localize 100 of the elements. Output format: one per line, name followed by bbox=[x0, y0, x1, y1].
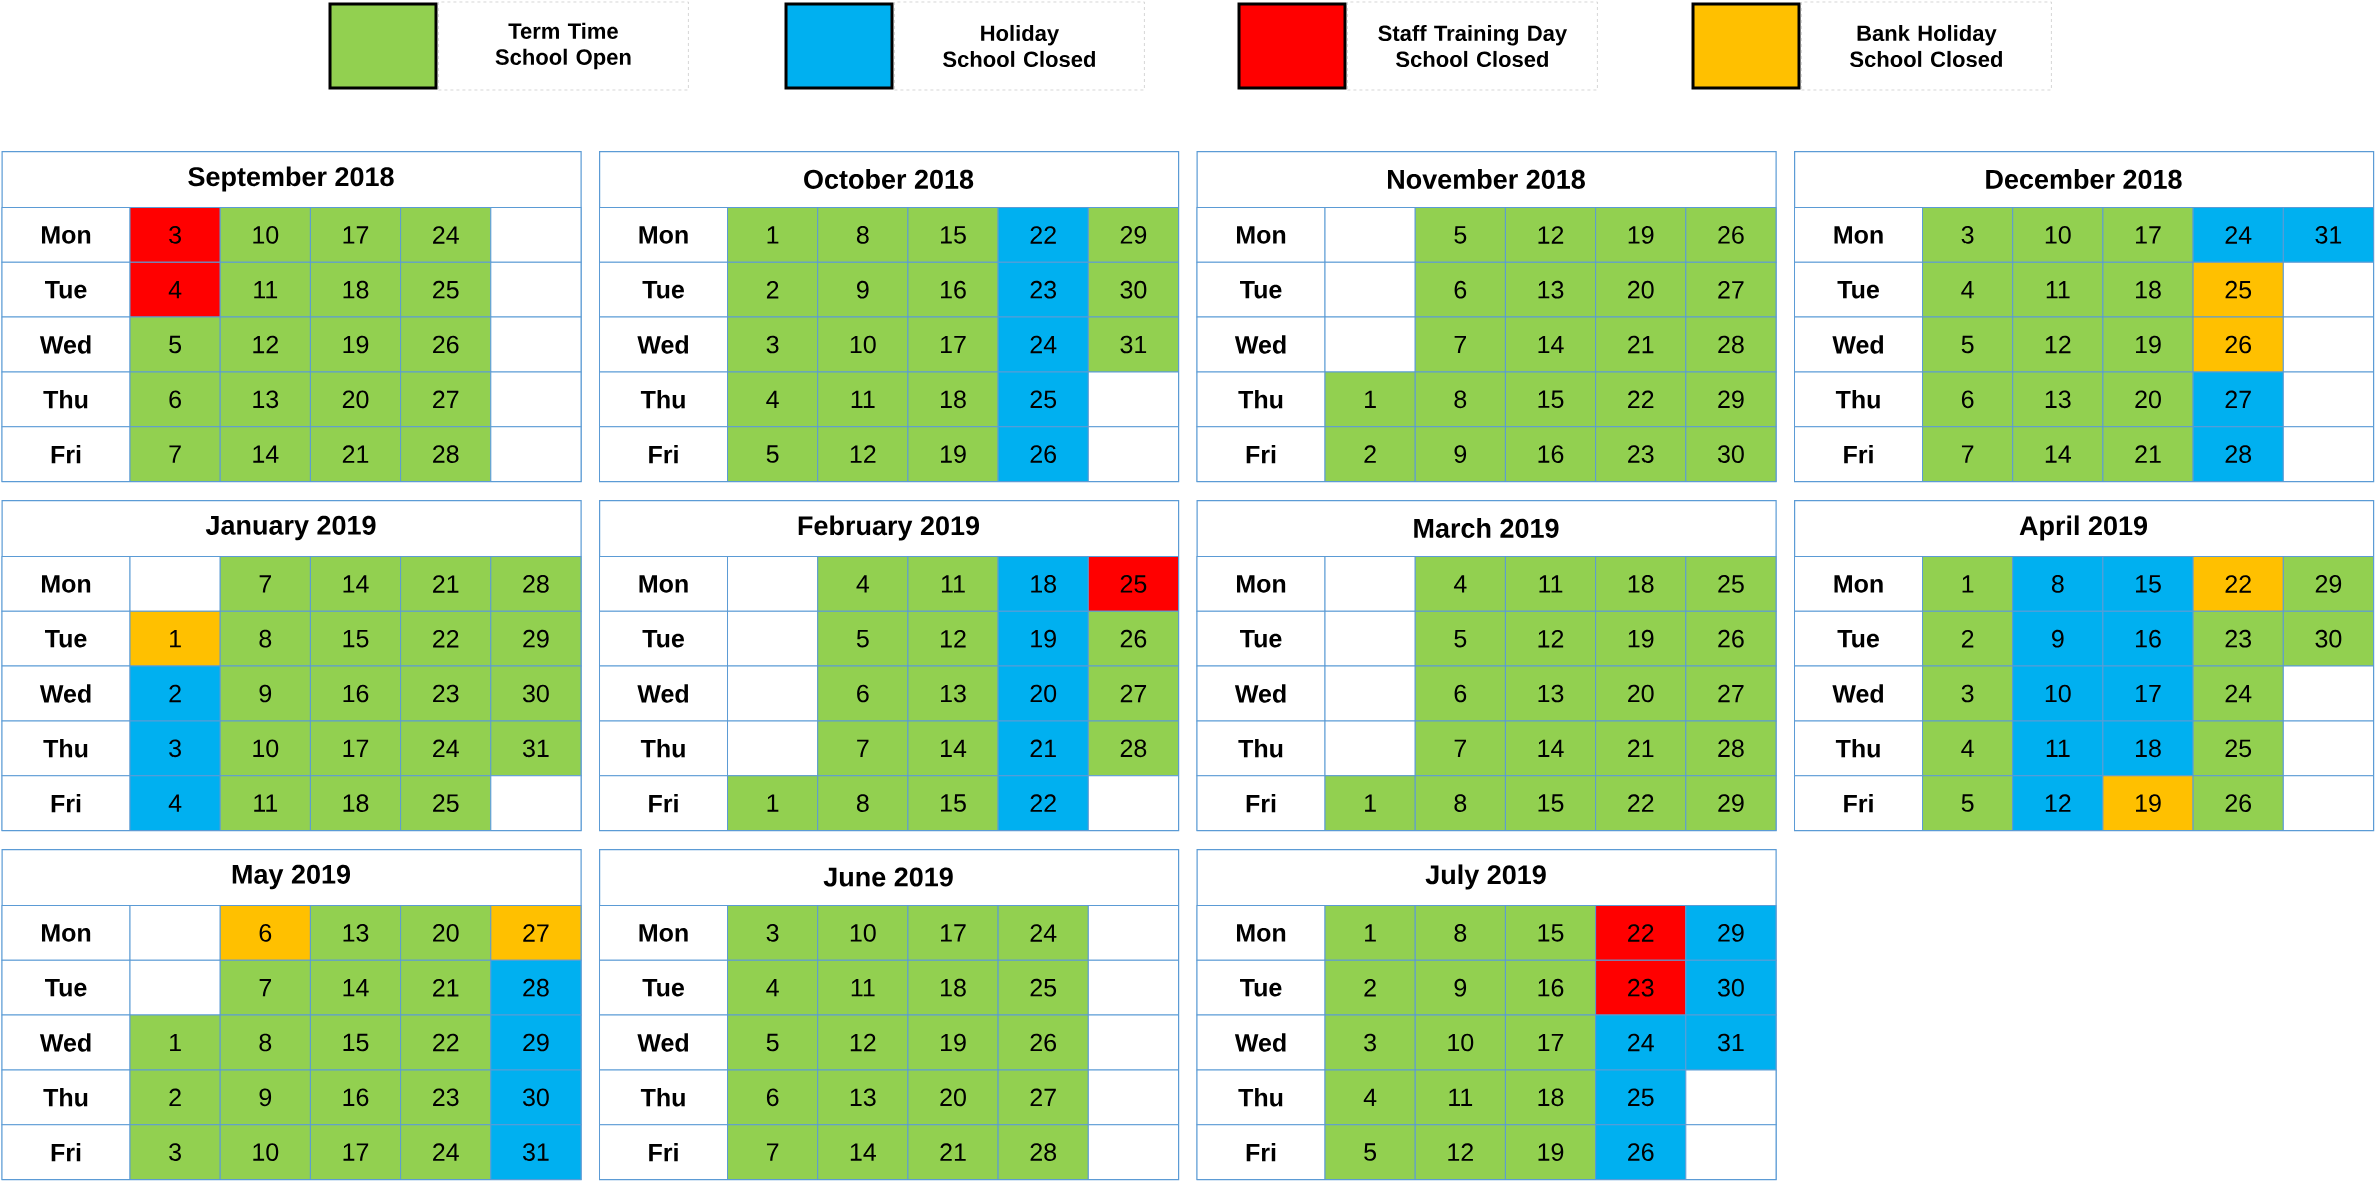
day-cell: 15 bbox=[309, 610, 402, 667]
day-cell: 26 bbox=[1685, 207, 1777, 263]
day-cell: 23 bbox=[1595, 959, 1687, 1016]
day-cell: 5 bbox=[1922, 316, 2014, 373]
day-cell: 29 bbox=[490, 610, 582, 667]
day-cell: 3 bbox=[129, 207, 221, 263]
weekday-cell: Mon bbox=[1, 556, 131, 612]
weekday-cell: Fri bbox=[599, 426, 728, 482]
day-cell: 22 bbox=[1595, 371, 1687, 428]
day-cell: 10 bbox=[219, 1124, 311, 1180]
day-cell: 14 bbox=[1504, 720, 1597, 777]
day-cell: 18 bbox=[1504, 1069, 1597, 1126]
day-cell: 18 bbox=[907, 371, 999, 428]
day-cell: 10 bbox=[2012, 207, 2104, 263]
day-cell: 25 bbox=[400, 775, 492, 831]
day-cell: 13 bbox=[817, 1069, 909, 1126]
day-cell: 4 bbox=[1324, 1069, 1416, 1126]
day-cell: 21 bbox=[907, 1124, 999, 1180]
day-cell: 2 bbox=[1324, 959, 1416, 1016]
day-cell: 16 bbox=[2102, 610, 2194, 667]
weekday-cell: Mon bbox=[1196, 207, 1326, 263]
day-cell: 15 bbox=[309, 1014, 402, 1071]
day-cell: 19 bbox=[1595, 610, 1687, 667]
day-cell: 4 bbox=[1922, 720, 2014, 777]
day-cell: 15 bbox=[907, 207, 999, 263]
day-cell: 22 bbox=[997, 207, 1089, 263]
day-cell: 20 bbox=[907, 1069, 999, 1126]
day-cell: 17 bbox=[907, 316, 999, 373]
weekday-cell: Wed bbox=[599, 665, 728, 722]
day-cell: 23 bbox=[997, 261, 1089, 318]
day-cell: 7 bbox=[1414, 720, 1506, 777]
day-cell: 24 bbox=[400, 1124, 492, 1180]
day-cell: 5 bbox=[727, 1014, 819, 1071]
day-cell: 17 bbox=[309, 720, 402, 777]
day-cell: 8 bbox=[817, 207, 909, 263]
day-cell: 19 bbox=[907, 1014, 999, 1071]
day-cell: 11 bbox=[219, 261, 311, 318]
day-cell: 24 bbox=[400, 720, 492, 777]
day-cell: 20 bbox=[309, 371, 402, 428]
day-cell: 24 bbox=[2192, 665, 2284, 722]
day-cell: 9 bbox=[219, 665, 311, 722]
day-cell: 18 bbox=[2102, 261, 2194, 318]
day-cell: 15 bbox=[1504, 371, 1597, 428]
weekday-cell: Fri bbox=[1794, 775, 1923, 831]
day-cell: 8 bbox=[2012, 556, 2104, 612]
day-cell: 19 bbox=[997, 610, 1089, 667]
day-cell: 29 bbox=[2282, 556, 2374, 612]
day-cell: 28 bbox=[997, 1124, 1089, 1180]
day-cell: 21 bbox=[400, 556, 492, 612]
day-cell: 9 bbox=[219, 1069, 311, 1126]
day-cell: 7 bbox=[817, 720, 909, 777]
day-cell: 24 bbox=[400, 207, 492, 263]
day-cell: 8 bbox=[817, 775, 909, 831]
day-cell: 11 bbox=[2012, 261, 2104, 318]
day-cell: 2 bbox=[727, 261, 819, 318]
weekday-cell: Wed bbox=[599, 1014, 728, 1071]
day-cell: 5 bbox=[1414, 610, 1506, 667]
day-cell: 6 bbox=[817, 665, 909, 722]
day-cell: 22 bbox=[400, 610, 492, 667]
day-cell: 28 bbox=[1087, 720, 1179, 777]
day-cell: 29 bbox=[1087, 207, 1179, 263]
day-cell: 27 bbox=[1685, 665, 1777, 722]
day-cell: 18 bbox=[907, 959, 999, 1016]
day-cell: 9 bbox=[2012, 610, 2104, 667]
day-cell: 7 bbox=[219, 959, 311, 1016]
weekday-cell: Mon bbox=[1, 905, 131, 961]
weekday-cell: Wed bbox=[1, 1014, 131, 1071]
day-cell: 16 bbox=[907, 261, 999, 318]
weekday-cell: Thu bbox=[599, 371, 728, 428]
day-cell: 18 bbox=[1595, 556, 1687, 612]
day-cell: 11 bbox=[907, 556, 999, 612]
weekday-cell: Wed bbox=[1, 665, 131, 722]
day-cell: 1 bbox=[129, 610, 221, 667]
day-cell: 27 bbox=[400, 371, 492, 428]
day-cell: 4 bbox=[727, 371, 819, 428]
day-cell: 11 bbox=[1504, 556, 1597, 612]
day-cell: 29 bbox=[1685, 371, 1777, 428]
weekday-cell: Mon bbox=[1196, 905, 1326, 961]
day-cell: 13 bbox=[219, 371, 311, 428]
day-cell: 14 bbox=[1504, 316, 1597, 373]
day-cell: 12 bbox=[1504, 610, 1597, 667]
day-cell: 29 bbox=[1685, 775, 1777, 831]
weekday-cell: Fri bbox=[1, 1124, 131, 1180]
day-cell: 28 bbox=[2192, 426, 2284, 482]
day-cell: 25 bbox=[997, 371, 1089, 428]
day-cell: 25 bbox=[1087, 556, 1179, 612]
weekday-cell: Fri bbox=[1794, 426, 1923, 482]
weekday-cell: Wed bbox=[1196, 316, 1326, 373]
day-cell: 27 bbox=[997, 1069, 1089, 1126]
day-cell: 20 bbox=[2102, 371, 2194, 428]
day-cell: 25 bbox=[997, 959, 1089, 1016]
day-cell: 1 bbox=[129, 1014, 221, 1071]
day-cell: 14 bbox=[907, 720, 999, 777]
day-cell: 24 bbox=[2192, 207, 2284, 263]
weekday-cell: Mon bbox=[599, 905, 728, 961]
day-cell: 31 bbox=[2282, 207, 2374, 263]
day-cell: 18 bbox=[309, 261, 402, 318]
weekday-cell: Thu bbox=[1196, 371, 1326, 428]
day-cell: 20 bbox=[400, 905, 492, 961]
day-cell: 15 bbox=[907, 775, 999, 831]
